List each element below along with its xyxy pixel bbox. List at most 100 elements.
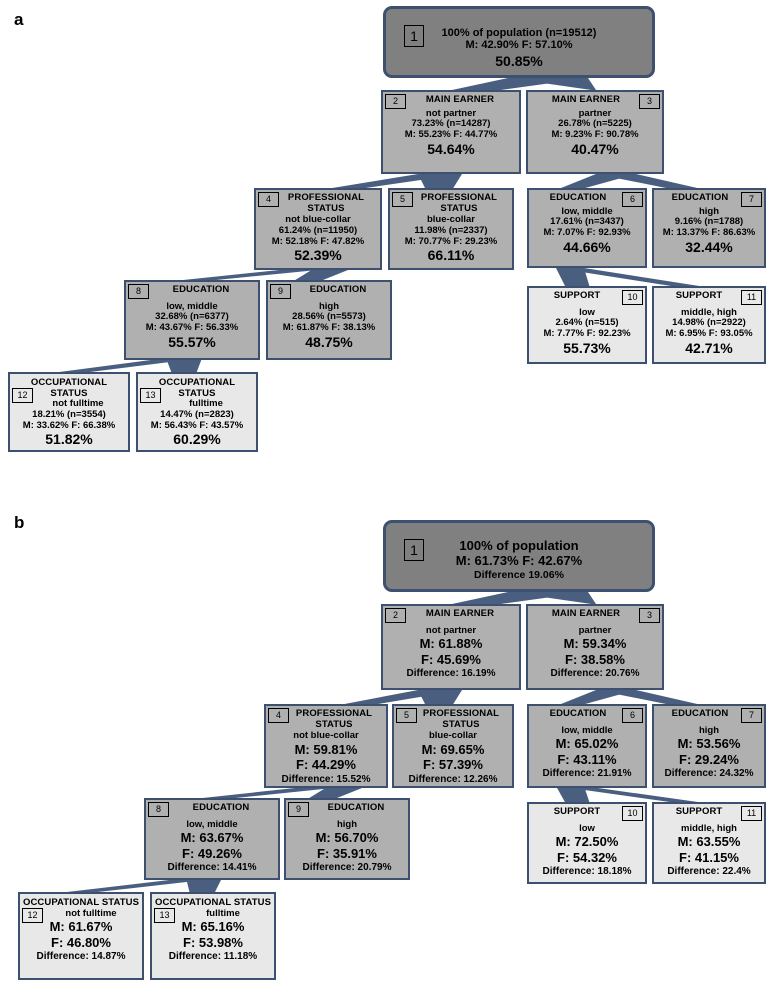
node-a-2[interactable]: 2 MAIN EARNER not partner 73.23% (n=1428… [381,90,521,174]
node-b-5-badge: 5 [396,708,417,723]
node-b-2[interactable]: 2 MAIN EARNER not partner M: 61.88% F: 4… [381,604,521,690]
node-b-13-badge: 13 [154,908,175,923]
node-a-8-mf: M: 43.67% F: 56.33% [145,321,239,333]
node-a-10[interactable]: 10 SUPPORT low 2.64% (n=515) M: 7.77% F:… [527,286,647,364]
node-b-1[interactable]: 1 100% of population M: 61.73% F: 42.67%… [383,520,655,592]
node-b-7[interactable]: 7 EDUCATION high M: 53.56% F: 29.24% Dif… [652,704,766,788]
node-b-3-badge: 3 [639,608,660,623]
node-b-12-variable: OCCUPATIONAL STATUS [22,897,140,908]
node-a-4-share: 61.24% (n=11950) [278,224,358,236]
node-a-8-category: low, middle [166,300,218,312]
node-b-2-badge: 2 [385,608,406,623]
node-a-4-category: not blue-collar [285,214,351,226]
node-a-3-value: 40.47% [571,140,619,157]
node-a-10-variable: SUPPORT [553,290,601,301]
node-b-13-male: M: 65.16% [181,919,245,935]
node-a-13-mf: M: 56.43% F: 43.57% [150,419,244,431]
node-b-5-difference: Difference: 12.26% [408,773,498,785]
node-b-7-male: M: 53.56% [677,736,741,752]
node-a-7-badge: 7 [741,192,762,207]
node-b-7-difference: Difference: 24.32% [664,768,754,780]
node-b-11-female: F: 41.15% [679,849,739,865]
node-a-13[interactable]: 13 OCCUPATIONAL STATUS fulltime 14.47% (… [136,372,258,452]
node-a-10-share: 2.64% (n=515) [555,317,619,329]
node-b-12-difference: Difference: 14.87% [36,951,126,963]
node-b-13[interactable]: 13 OCCUPATIONAL STATUS fulltime M: 65.16… [150,892,276,980]
node-b-11[interactable]: 11 SUPPORT middle, high M: 63.55% F: 41.… [652,802,766,884]
node-b-11-badge: 11 [741,806,762,821]
node-b-10[interactable]: 10 SUPPORT low M: 72.50% F: 54.32% Diffe… [527,802,647,884]
node-a-9-badge: 9 [270,284,291,299]
node-a-9[interactable]: 9 EDUCATION high 28.56% (n=5573) M: 61.8… [266,280,392,360]
node-a-9-share: 28.56% (n=5573) [292,311,366,323]
node-a-4-badge: 4 [258,192,279,207]
node-a-7[interactable]: 7 EDUCATION high 9.16% (n=1788) M: 13.37… [652,188,766,268]
node-b-10-badge: 10 [622,806,643,821]
node-a-5[interactable]: 5 PROFESSIONAL STATUS blue-collar 11.98%… [388,188,514,270]
node-a-3-share: 26.78% (n=5225) [558,118,632,130]
node-b-6[interactable]: 6 EDUCATION low, middle M: 65.02% F: 43.… [527,704,647,788]
node-b-8-variable: EDUCATION [192,802,250,813]
node-a-8-value: 55.57% [168,333,216,350]
node-b-10-female: F: 54.32% [557,849,617,865]
node-a-9-mf: M: 61.87% F: 38.13% [282,321,376,333]
node-a-6-badge: 6 [622,192,643,207]
node-a-2-mf: M: 55.23% F: 44.77% [404,128,498,140]
node-a-7-share: 9.16% (n=1788) [674,216,744,228]
node-b-11-category: middle, high [681,822,737,834]
node-b-5[interactable]: 5 PROFESSIONAL STATUS blue-collar M: 69.… [392,704,514,788]
node-a-6-mf: M: 7.07% F: 92.93% [543,226,631,238]
node-b-5-category: blue-collar [428,730,478,742]
node-a-6[interactable]: 6 EDUCATION low, middle 17.61% (n=3437) … [527,188,647,268]
node-b-10-category: low [579,822,595,834]
node-a-9-variable: EDUCATION [309,284,367,295]
node-b-8[interactable]: 8 EDUCATION low, middle M: 63.67% F: 49.… [144,798,280,880]
node-b-10-difference: Difference: 18.18% [542,866,632,878]
node-b-1-difference: Difference 19.06% [474,569,564,582]
node-a-1-mf: M: 42.90% F: 57.10% [465,39,573,52]
node-a-4[interactable]: 4 PROFESSIONAL STATUS not blue-collar 61… [254,188,382,270]
node-a-8-share: 32.68% (n=6377) [155,311,229,323]
node-a-5-share: 11.98% (n=2337) [414,224,488,236]
node-a-3-mf: M: 9.23% F: 90.78% [551,128,639,140]
node-b-12-female: F: 46.80% [51,934,111,950]
node-b-13-category: fulltime [206,907,240,919]
node-b-4-badge: 4 [268,708,289,723]
node-a-12-category: not fulltime [52,398,104,410]
node-a-1[interactable]: 1 100% of population (n=19512) M: 42.90%… [383,6,655,78]
node-a-9-category: high [318,300,340,312]
node-b-2-variable: MAIN EARNER [425,608,495,619]
node-b-13-variable: OCCUPATIONAL STATUS [154,897,272,908]
node-a-11-share: 14.98% (n=2922) [672,317,746,329]
node-b-4[interactable]: 4 PROFESSIONAL STATUS not blue-collar M:… [264,704,388,788]
node-a-6-category: low, middle [561,205,613,217]
node-b-12-male: M: 61.67% [49,919,113,935]
node-b-2-male: M: 61.88% [419,636,483,652]
node-a-3[interactable]: 3 MAIN EARNER partner 26.78% (n=5225) M:… [526,90,664,174]
node-b-5-variable: PROFESSIONAL STATUS [422,708,500,730]
node-b-7-female: F: 29.24% [679,751,739,767]
node-b-2-female: F: 45.69% [421,651,481,667]
node-a-12-share: 18.21% (n=3554) [32,408,106,420]
node-b-12[interactable]: 12 OCCUPATIONAL STATUS not fulltime M: 6… [18,892,144,980]
node-b-6-difference: Difference: 21.91% [542,768,632,780]
node-a-3-badge: 3 [639,94,660,109]
node-b-9[interactable]: 9 EDUCATION high M: 56.70% F: 35.91% Dif… [284,798,410,880]
node-a-4-variable: PROFESSIONAL STATUS [287,192,365,214]
node-b-3[interactable]: 3 MAIN EARNER partner M: 59.34% F: 38.58… [526,604,664,690]
node-a-9-value: 48.75% [305,333,353,350]
node-b-8-difference: Difference: 14.41% [167,862,257,874]
node-a-11[interactable]: 11 SUPPORT middle, high 14.98% (n=2922) … [652,286,766,364]
node-b-9-difference: Difference: 20.79% [302,862,392,874]
node-a-8[interactable]: 8 EDUCATION low, middle 32.68% (n=6377) … [124,280,260,360]
node-a-1-title: 100% of population (n=19512) [441,27,597,39]
node-b-3-category: partner [578,624,612,636]
node-b-1-badge: 1 [404,539,424,561]
node-b-4-difference: Difference: 15.52% [281,773,371,785]
node-a-8-variable: EDUCATION [172,284,230,295]
node-a-12[interactable]: 12 OCCUPATIONAL STATUS not fulltime 18.2… [8,372,130,452]
node-a-12-value: 51.82% [45,431,93,448]
node-a-1-value: 50.85% [495,52,543,69]
node-b-6-male: M: 65.02% [555,736,619,752]
